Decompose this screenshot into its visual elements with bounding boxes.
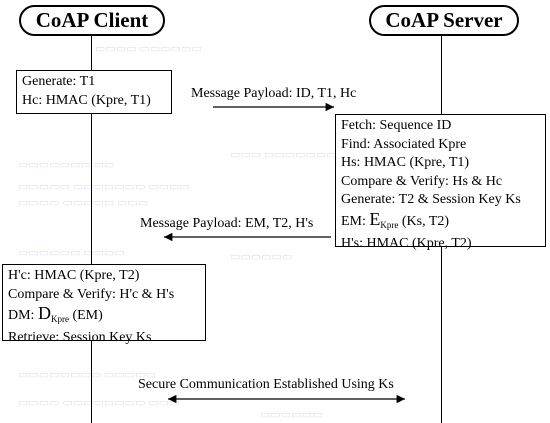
ghost-text: ▭▭▭▭▭▭▭▭ ▭▭▭▭▭ <box>18 369 156 381</box>
em-symbol: E <box>369 208 381 229</box>
server-title: CoAP Server <box>385 8 503 32</box>
dm-suffix: (EM) <box>68 308 103 324</box>
server-header: CoAP Server <box>369 5 519 36</box>
client-box2-line: H'c: HMAC (Kpre, T2) <box>8 268 140 283</box>
server-box-line: Hs: HMAC (Kpre, T1) <box>341 155 470 171</box>
message-2-label: Message Payload: EM, T2, H's <box>140 216 314 231</box>
client-lifeline <box>91 34 92 423</box>
ghost-text: ▭▭▭▭ ▭▭▭▭▭ ▭▭▭ <box>18 197 149 209</box>
server-box-line: H's: HMAC (Kpre, T2) <box>341 235 472 251</box>
server-box-line: Generate: T2 & Session Key Ks <box>341 192 521 208</box>
client-title: CoAP Client <box>35 8 149 32</box>
client-header: CoAP Client <box>19 5 165 36</box>
ghost-text: ▭▭▭▭▭▭ <box>260 409 323 421</box>
ghost-text: ▭▭▭▭▭ ▭▭▭▭▭▭▭ ▭▭▭▭ <box>18 181 190 193</box>
ghost-text: ▭▭▭▭ ▭▭▭▭▭▭▭▭ ▭▭▭ <box>18 397 180 409</box>
server-box-line: Fetch: Sequence ID <box>341 118 452 133</box>
dm-subscript: Kpre <box>50 314 69 325</box>
client-box-generate: Generate: T1 Hc: HMAC (Kpre, T1) <box>16 70 172 114</box>
client-box1-line: Generate: T1 <box>22 74 96 89</box>
ghost-text: ▭▭▭▭▭▭ <box>230 251 293 263</box>
server-box-em-line: EM: EKpre (Ks, T2) <box>341 210 540 235</box>
dm-symbol: D <box>37 303 51 324</box>
em-subscript: Kpre <box>380 219 399 230</box>
client-box2-line: Compare & Verify: H'c & H's <box>8 286 175 302</box>
message-1-label: Message Payload: ID, T1, Hc <box>191 86 357 101</box>
server-box-line: Find: Associated Kpre <box>341 136 467 152</box>
client-box-verify: H'c: HMAC (Kpre, T2) Compare & Verify: H… <box>2 264 206 345</box>
client-box2-line: Retrieve: Session Key Ks <box>8 329 152 345</box>
em-suffix: (Ks, T2) <box>398 213 450 229</box>
server-box-line: Compare & Verify: Hs & Hc <box>341 173 503 189</box>
ghost-text: ▭▭▭▭▭▭▭ ▭▭ <box>18 159 115 171</box>
dm-prefix: DM: <box>8 308 38 324</box>
em-prefix: EM: <box>341 213 370 229</box>
ghost-text: ▭▭▭▭ ▭▭▭▭▭▭ <box>95 43 202 55</box>
server-box-process: Fetch: Sequence ID Find: Associated Kpre… <box>335 114 546 251</box>
message-3-label: Secure Communication Established Using K… <box>138 377 394 392</box>
ghost-text: ▭▭▭▭▭▭ ▭▭▭▭ <box>18 247 125 259</box>
client-box2-dm-line: DM: DKpre (EM) <box>8 304 200 329</box>
client-box1-line: Hc: HMAC (Kpre, T1) <box>22 92 151 108</box>
